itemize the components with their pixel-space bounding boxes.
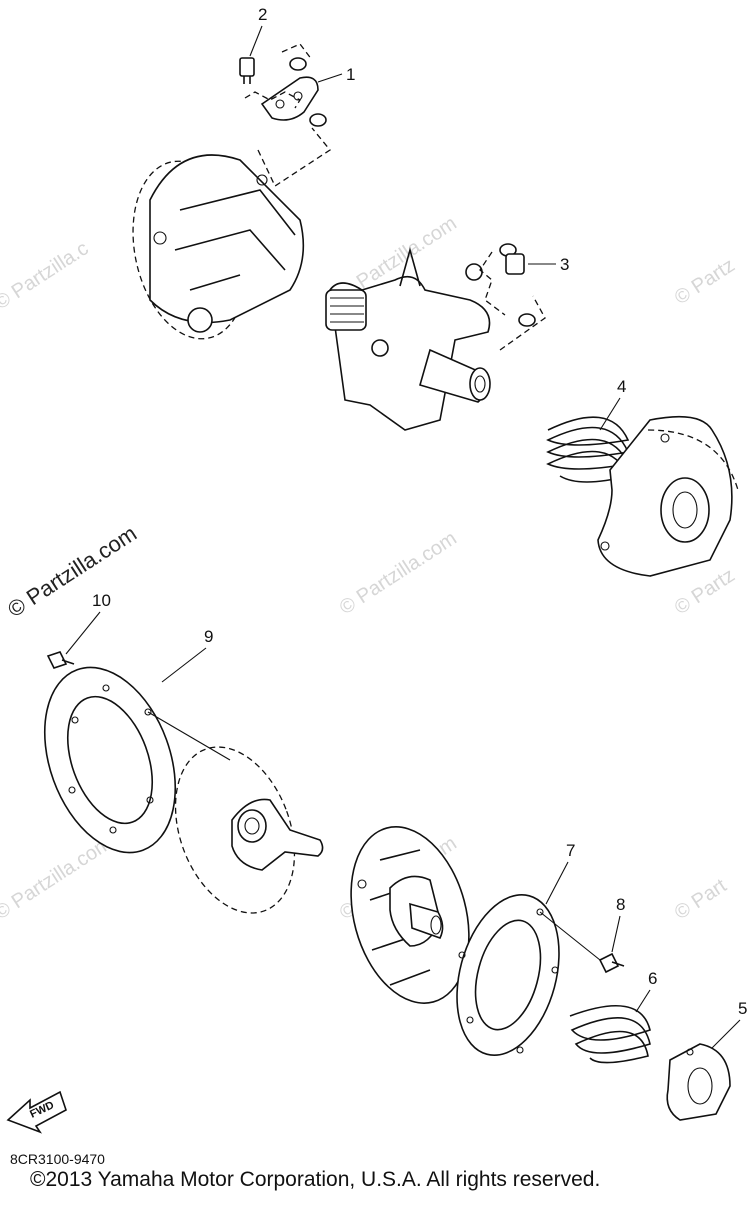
watermark: © Part [671,874,731,924]
primary-sheave-housing [132,154,305,340]
watermark-dark: © Partzilla.com [3,520,141,622]
watermark: © Partzilla.com [336,527,461,619]
callout-7: 7 [566,841,575,860]
watermark: © Partz [671,564,739,619]
callout-5: 5 [738,999,747,1018]
callout-3: 3 [560,255,569,274]
copyright-notice: ©2013 Yamaha Motor Corporation, U.S.A. A… [30,1168,601,1191]
watermark: © Partz [671,254,739,309]
moving-sheave [350,826,470,1004]
ring-part-7 [456,894,601,1056]
watermark: © Partzilla.com [0,832,116,924]
arm-part-1 [244,43,331,187]
cover-plate [597,415,739,577]
roller-group-part-3 [479,243,546,351]
fwd-arrow: FWD [6,1090,67,1134]
callout-4: 4 [617,377,626,396]
callout-6: 6 [648,969,657,988]
callout-1: 1 [346,65,355,84]
callouts: 2 1 3 4 10 9 7 8 6 5 [65,5,747,1049]
bolt-part-8 [598,952,625,974]
watermark: © Partzilla.c [0,237,92,314]
cap-part-5 [666,1043,731,1121]
bolt-part-2 [239,57,255,84]
bolt-part-10 [46,651,75,669]
fixed-sheave [174,746,324,914]
diagram-code: 8CR3100-9470 [10,1151,105,1167]
spring-part-6 [569,1005,651,1064]
callout-9: 9 [204,627,213,646]
callout-8: 8 [616,895,625,914]
callout-2: 2 [258,5,267,24]
callout-10: 10 [92,591,111,610]
spring-part-4 [546,416,630,483]
spider-hub-assembly [325,247,491,431]
ring-part-9 [43,666,231,854]
